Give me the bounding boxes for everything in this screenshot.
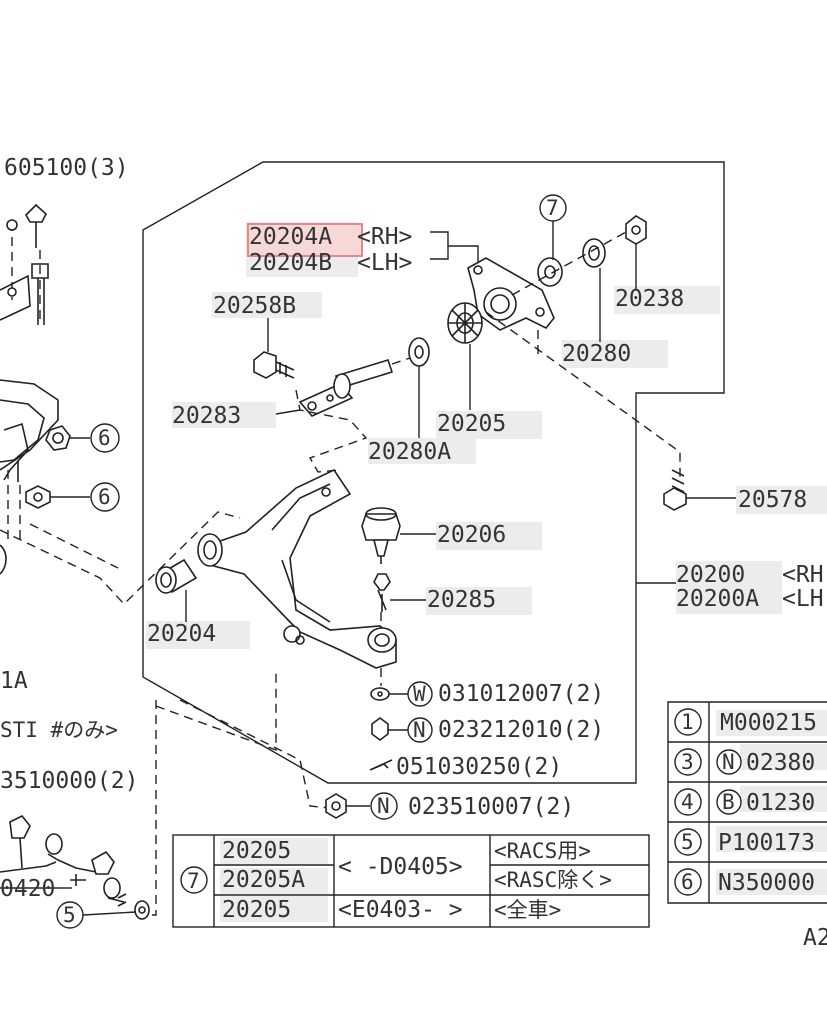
- callout-20238: 20238: [615, 286, 684, 312]
- table-row1-part: 20205: [222, 838, 291, 864]
- nut-20238: [625, 215, 647, 245]
- bushing-bracket: [467, 257, 555, 360]
- nut-bottom: [325, 793, 370, 819]
- callout-20204B: 20204B: [249, 250, 332, 276]
- ftable-ref-6: 6: [681, 870, 694, 894]
- ftable-ref-3: 3: [681, 750, 694, 774]
- callout-20204: 20204: [147, 621, 216, 647]
- ftable-ref-5: 5: [681, 830, 694, 854]
- callout-20285: 20285: [427, 587, 496, 613]
- callout-ref-6b: 6: [98, 485, 111, 509]
- callout-left-0420: 0420: [0, 876, 55, 902]
- callout-n-part2: 023510007(2): [408, 794, 574, 820]
- ftable-ref-1: 1: [681, 710, 694, 734]
- callout-20206: 20206: [437, 522, 506, 548]
- callout-ref-5: 5: [63, 903, 76, 927]
- bolt-20258B: [253, 351, 295, 379]
- control-arm-20200: [197, 468, 397, 669]
- callout-lh: <LH>: [357, 250, 412, 276]
- callout-n-part: 023212010(2): [438, 717, 604, 743]
- callout-n-mark2: N: [377, 794, 390, 818]
- callout-20578: 20578: [738, 487, 807, 513]
- table-row3-part: 20205: [222, 897, 291, 923]
- callout-left-3510000: 3510000(2): [0, 768, 138, 794]
- callout-20283: 20283: [172, 403, 241, 429]
- table-row2-note: <RASC除く>: [494, 868, 612, 892]
- callout-20280A: 20280A: [368, 439, 451, 465]
- table-row2-part: 20205A: [222, 867, 305, 893]
- ftable-mark-n: N: [722, 750, 735, 774]
- callout-ref-7: 7: [546, 196, 559, 220]
- ftable-part-4: 01230: [746, 790, 815, 816]
- callout-left-sti: STI #のみ>: [0, 718, 118, 742]
- ftable-mark-b: B: [722, 790, 735, 814]
- highlight-box: [247, 223, 363, 257]
- bushing-20205: [447, 302, 483, 344]
- callout-w-mark: W: [413, 682, 426, 706]
- partial-stabilizer-link: [0, 814, 150, 920]
- pivot-pin-20283: [298, 357, 411, 417]
- table-ref-7: 7: [187, 869, 200, 893]
- nut-n: [371, 717, 389, 741]
- washer-7: [537, 257, 563, 287]
- table-row1-range: < -D0405>: [338, 854, 463, 880]
- washer-20280: [582, 238, 606, 268]
- nut-6b: [25, 485, 90, 509]
- table-row3-range: <E0403- >: [338, 897, 463, 923]
- callout-605100: 605100(3): [4, 155, 129, 181]
- callout-20205: 20205: [437, 411, 506, 437]
- ftable-ref-4: 4: [681, 790, 694, 814]
- bolt-20285: [373, 573, 391, 628]
- ftable-part-5: P100173: [718, 830, 815, 856]
- callout-20200: 20200: [676, 562, 745, 588]
- assembly-outline: [142, 161, 725, 784]
- variant-table: 7 20205 20205A 20205 < -D0405> <E0403- >…: [172, 834, 650, 928]
- table-row1-note: <RACS用>: [494, 839, 591, 863]
- callout-20200-rh: <RH: [782, 562, 824, 588]
- callout-left-1A: 1A: [0, 668, 28, 694]
- callout-n-mark: N: [413, 718, 426, 742]
- bolt-20578: [663, 469, 736, 511]
- callout-20200A-lh: <LH: [782, 586, 824, 612]
- bushing-20204: [155, 558, 198, 594]
- cotter-pin: [369, 759, 393, 771]
- ftable-part-3: 02380: [746, 750, 815, 776]
- callout-clip-part: 051030250(2): [396, 754, 562, 780]
- callout-20204A: 20204A: [249, 224, 332, 250]
- corner-code: A2: [803, 925, 827, 951]
- fastener-table: 1 3 4 5 6 N B M000215 02380 01230 P10017…: [667, 701, 827, 904]
- callout-20258B: 20258B: [213, 293, 296, 319]
- callout-20280: 20280: [562, 341, 631, 367]
- ftable-part-6: N350000: [718, 870, 815, 896]
- callout-20200A: 20200A: [676, 586, 759, 612]
- table-row3-note: <全車>: [494, 898, 561, 922]
- ftable-part-1: M000215: [720, 710, 817, 736]
- washer-w: [370, 687, 390, 701]
- ball-joint-20206: [361, 507, 401, 564]
- partial-crossmember: [0, 203, 59, 575]
- nut-6a: [45, 425, 90, 451]
- callout-rh: <RH>: [357, 224, 412, 250]
- callout-w-part: 031012007(2): [438, 681, 604, 707]
- washer-20280A: [408, 337, 430, 367]
- callout-ref-6a: 6: [98, 426, 111, 450]
